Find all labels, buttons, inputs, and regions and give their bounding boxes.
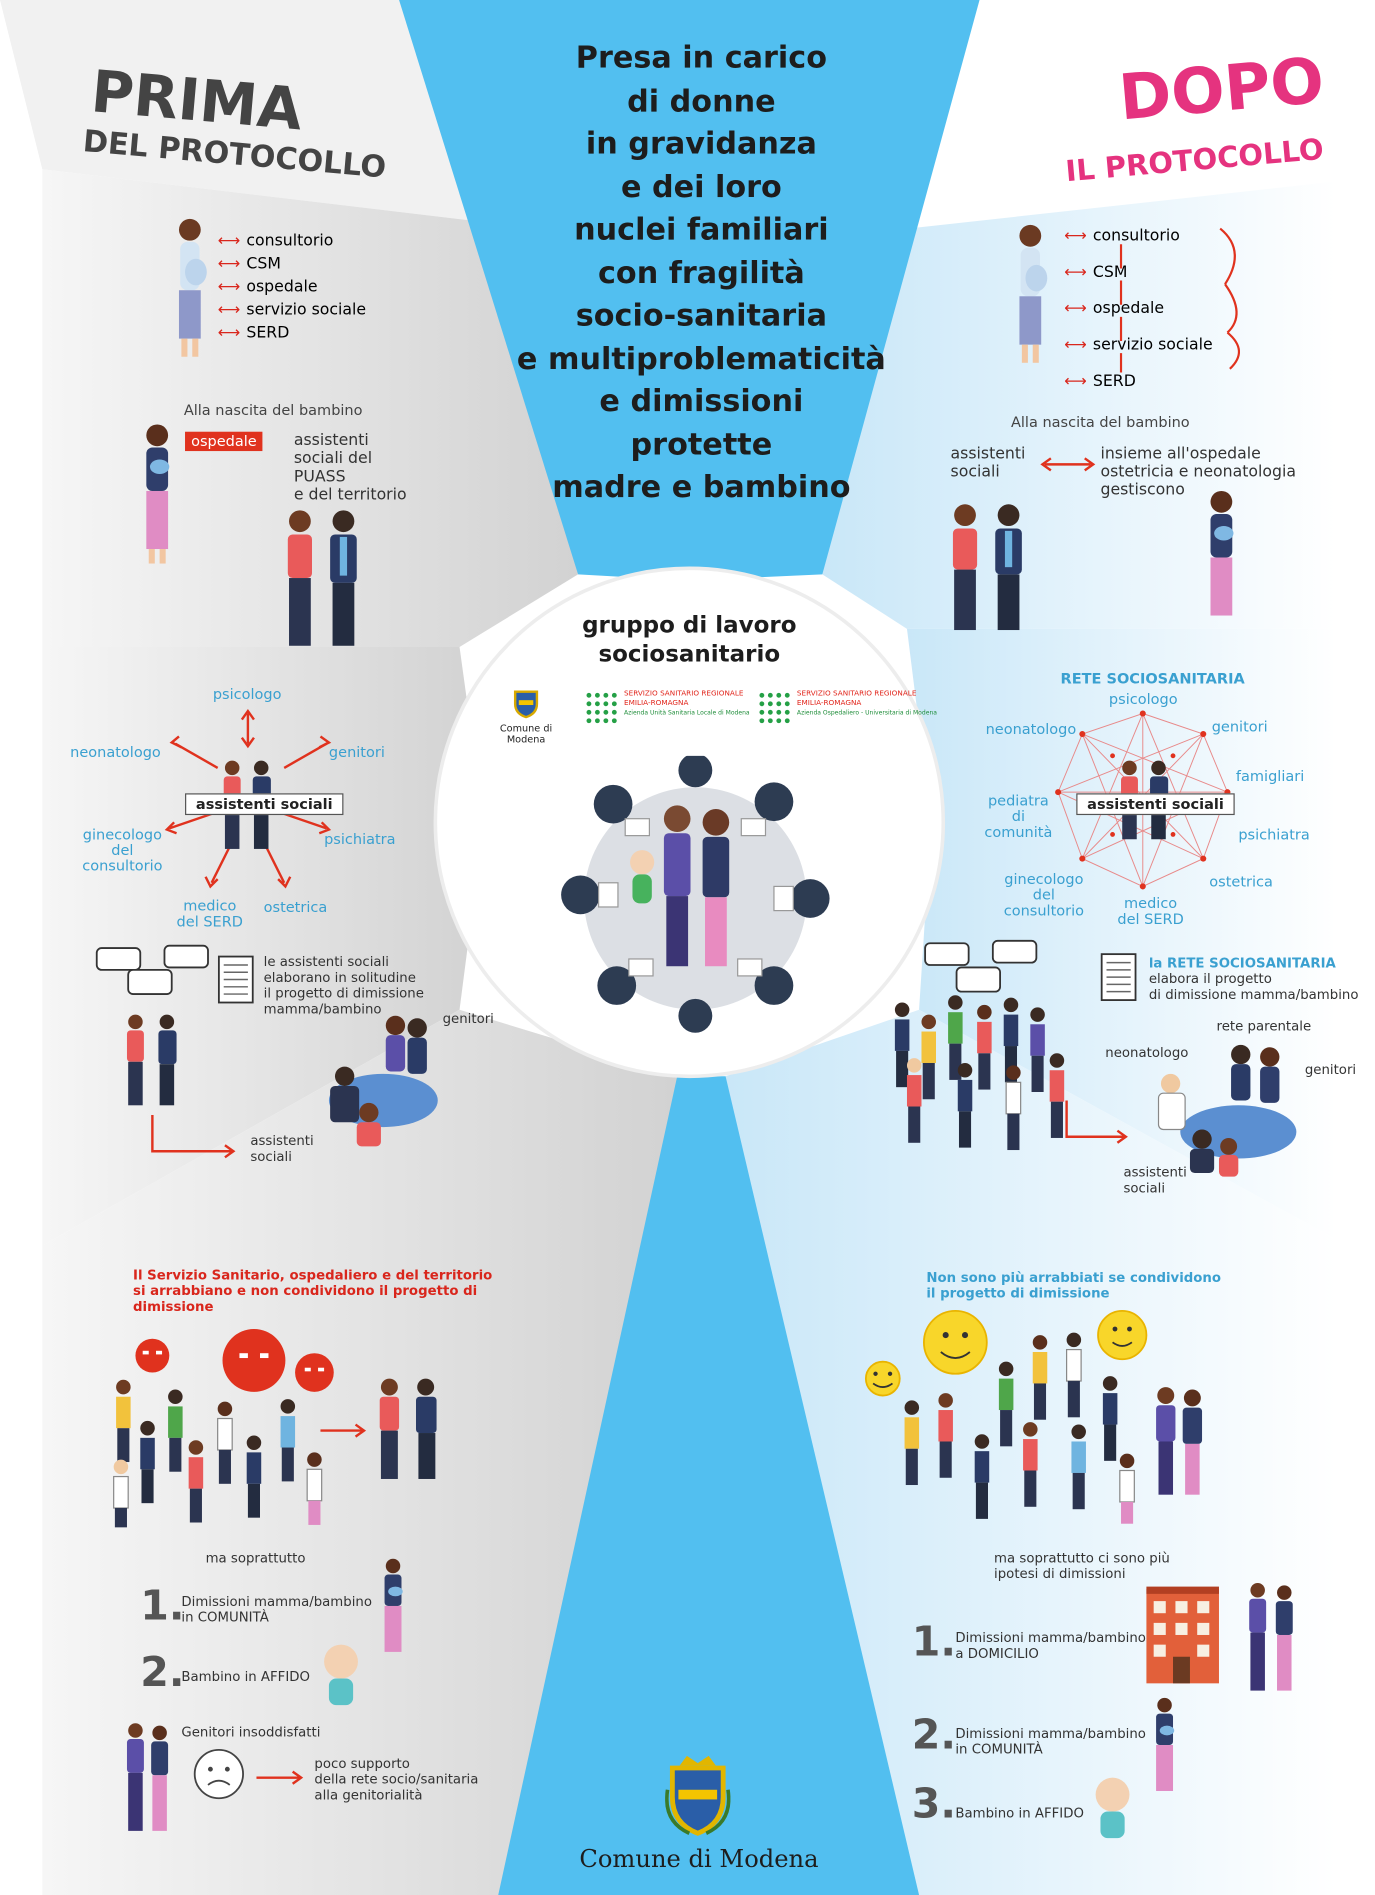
double-arrow-icon: ⟷ <box>1064 371 1087 390</box>
comune-modena-coat-of-arms-icon <box>665 1755 731 1836</box>
double-arrow-icon: ⟷ <box>217 255 241 274</box>
document-icon <box>217 955 254 1004</box>
baby-icon <box>1095 1777 1130 1839</box>
sociosanitary-crowd-illustration <box>894 995 1065 1151</box>
double-arrow-icon: ⟷ <box>1064 335 1087 354</box>
pregnant-woman-illustration <box>1019 224 1048 363</box>
double-arrow-icon: ⟷ <box>217 232 241 251</box>
double-arrow-icon: ⟷ <box>217 278 241 297</box>
dopo-network-center: assistenti sociali <box>1076 793 1235 816</box>
main-title: Presa in carico di donne in gravidanza e… <box>516 39 886 505</box>
logo-ausl: SERVIZIO SANITARIO REGIONALE EMILIA-ROMA… <box>583 689 752 730</box>
prima-services-list: ⟷ consultorio ⟷ CSM ⟷ ospedale ⟷ servizi… <box>217 232 367 343</box>
meeting-table-illustration <box>561 755 830 1033</box>
mother-baby-illustration <box>1210 490 1234 616</box>
baby-icon <box>324 1644 358 1706</box>
office-meeting-illustration <box>1157 1044 1297 1177</box>
ssr-logo-icon <box>586 692 617 724</box>
prima-network-center: assistenti sociali <box>185 793 344 816</box>
document-icon <box>1100 953 1137 1001</box>
prima-birth-label: Alla nascita del bambino <box>183 401 363 419</box>
arrow-right-icon <box>151 1114 236 1159</box>
double-arrow-icon: ⟷ <box>217 301 241 320</box>
logo-aou: SERVIZIO SANITARIO REGIONALE EMILIA-ROMA… <box>756 689 949 730</box>
double-arrow-icon: ⟷ <box>1064 226 1087 245</box>
angry-crowd-illustration <box>113 1329 437 1528</box>
parents-icon <box>1249 1582 1293 1691</box>
arrow-right-icon <box>1065 1100 1128 1144</box>
ospedale-tag: ospedale <box>185 431 263 452</box>
prima-angry-text: Il Servizio Sanitario, ospedaliero e del… <box>133 1267 493 1315</box>
speech-bubbles-icon <box>924 939 1038 993</box>
footer-logo-text: Comune di Modena <box>579 1844 819 1874</box>
speech-bubbles-icon <box>95 944 209 995</box>
coat-of-arms-icon <box>513 690 539 719</box>
double-arrow-icon: ⟷ <box>217 324 241 343</box>
dopo-services-list: ⟷ consultorio ⟷ CSM ⟷ ospedale ⟷ servizi… <box>1064 226 1213 390</box>
rete-title: RETE SOCIOSANITARIA <box>1060 669 1245 687</box>
curved-arrows-icon <box>1219 227 1241 370</box>
building-icon <box>1146 1586 1219 1684</box>
circle-title: gruppo di lavoro sociosanitario <box>582 611 797 668</box>
mother-baby-illustration <box>146 424 170 564</box>
vertical-arrows-icon <box>1119 244 1123 373</box>
double-arrow-icon: ⟷ <box>1064 299 1087 318</box>
social-workers-couple-icon <box>126 1014 177 1106</box>
ssr-logo-icon <box>759 692 790 724</box>
social-workers-couple-illustration <box>287 510 357 646</box>
happy-crowd-illustration <box>864 1309 1203 1524</box>
social-workers-couple-illustration <box>952 504 1022 631</box>
pregnant-woman-illustration <box>178 218 207 357</box>
double-arrow-icon <box>1040 457 1096 472</box>
office-meeting-illustration <box>328 1015 438 1147</box>
arrow-right-icon <box>256 1770 304 1785</box>
prima-assistenti-text: assistenti sociali del PUASS e del terri… <box>293 431 407 505</box>
mother-baby-icon <box>1156 1697 1175 1791</box>
sad-face-icon <box>193 1748 244 1800</box>
parents-icon <box>126 1723 169 1831</box>
double-arrow-icon: ⟷ <box>1064 263 1087 282</box>
prima-network-arrows <box>164 708 332 889</box>
dopo-rete-project-text: la RETE SOCIOSANITARIA elabora il proget… <box>1148 955 1359 1003</box>
logo-comune-small: Comune di Modena <box>484 687 569 745</box>
mother-baby-icon <box>384 1558 403 1652</box>
dopo-birth-label: Alla nascita del bambino <box>1010 413 1190 431</box>
